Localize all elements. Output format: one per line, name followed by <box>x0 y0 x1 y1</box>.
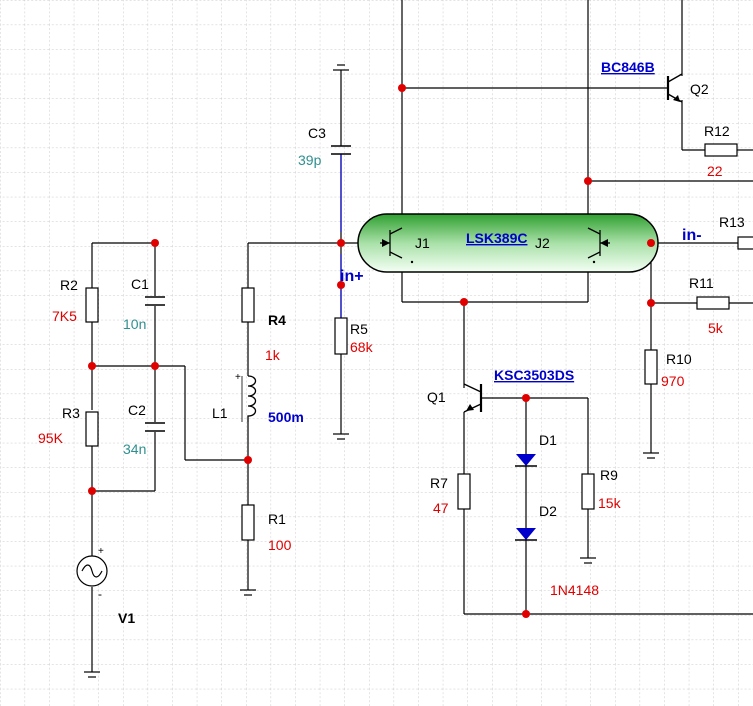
resistor-bodies <box>85 143 753 541</box>
ground-symbols <box>84 64 659 678</box>
capacitor-plates <box>145 145 351 432</box>
source-plus-sign: + <box>98 546 104 557</box>
value-R1: 100 <box>268 537 292 553</box>
label-C2: C2 <box>128 402 146 418</box>
value-L1: 500m <box>268 409 304 425</box>
part-link-BC846B[interactable]: BC846B <box>601 59 655 75</box>
ground-symbol <box>240 589 256 596</box>
ground-symbol <box>84 671 100 678</box>
value-C3: 39p <box>298 152 322 168</box>
junction <box>398 84 406 92</box>
j2-gate-arrow <box>600 239 608 247</box>
junction <box>522 394 530 402</box>
resistor-R3[interactable] <box>85 411 99 447</box>
source-minus-sign: - <box>98 587 102 601</box>
junction <box>337 281 345 289</box>
label-R9: R9 <box>600 467 618 483</box>
junction <box>88 487 96 495</box>
resistor-R11[interactable] <box>696 296 730 310</box>
j1-dot <box>410 260 414 264</box>
capacitor-C1[interactable] <box>145 296 165 306</box>
diode-D2[interactable] <box>515 528 537 541</box>
junction <box>647 299 655 307</box>
label-D2: D2 <box>539 503 557 519</box>
resistor-R4[interactable] <box>241 287 255 323</box>
label-Q2: Q2 <box>690 81 709 97</box>
label-J2: J2 <box>535 235 550 251</box>
label-R1: R1 <box>268 511 286 527</box>
label-R11: R11 <box>689 275 714 291</box>
voltage-source-V1[interactable] <box>76 555 108 587</box>
label-V1: V1 <box>118 610 135 626</box>
ground-symbol <box>580 557 596 564</box>
label-L1: L1 <box>212 405 228 421</box>
junction <box>244 456 252 464</box>
resistor-R13[interactable] <box>737 236 753 250</box>
label-R4: R4 <box>268 312 286 328</box>
value-R4: 1k <box>265 347 281 363</box>
label-R7: R7 <box>430 475 448 491</box>
junctions <box>88 84 655 618</box>
label-R2: R2 <box>60 277 78 293</box>
resistor-R5[interactable] <box>334 317 348 355</box>
value-R11: 5k <box>708 320 724 336</box>
junction <box>88 362 96 370</box>
value-R5: 68k <box>350 339 374 355</box>
label-R3: R3 <box>62 405 80 421</box>
inductor-L1[interactable] <box>241 375 257 422</box>
ground-symbol <box>333 64 349 71</box>
label-C3: C3 <box>308 125 326 141</box>
label-R5: R5 <box>350 321 368 337</box>
capacitor-C3[interactable] <box>331 145 351 155</box>
value-R12: 22 <box>707 163 723 179</box>
junction <box>460 298 468 306</box>
junction <box>151 362 159 370</box>
label-R10: R10 <box>666 351 692 367</box>
value-C2: 34n <box>123 441 146 457</box>
j2-dot <box>592 260 596 264</box>
transistor-Q2[interactable] <box>666 73 683 103</box>
junction <box>151 239 159 247</box>
junction <box>647 239 655 247</box>
resistor-R10[interactable] <box>644 349 658 385</box>
capacitor-C2[interactable] <box>145 422 165 432</box>
resistor-R9[interactable] <box>581 473 595 510</box>
net-label-in-plus: in+ <box>340 268 364 285</box>
resistor-R7[interactable] <box>457 473 471 510</box>
part-link-KSC3503DS[interactable]: KSC3503DS <box>494 367 574 383</box>
value-R9: 15k <box>598 495 622 511</box>
resistor-R1[interactable] <box>241 504 255 541</box>
net-label-in-minus: in- <box>682 227 702 244</box>
value-R3: 95K <box>38 430 64 446</box>
inductor-plus-sign: + <box>235 372 241 383</box>
label-R13: R13 <box>719 214 745 230</box>
label-C1: C1 <box>131 276 149 292</box>
wires <box>91 0 753 672</box>
resistor-R2[interactable] <box>85 287 99 323</box>
j1-gate-arrow <box>382 239 390 247</box>
jfet-pair-package[interactable] <box>357 213 659 273</box>
resistor-R12[interactable] <box>704 143 738 157</box>
value-R7: 47 <box>433 500 449 516</box>
junction <box>337 239 345 247</box>
part-link-LSK389C[interactable]: LSK389C <box>466 230 527 246</box>
value-D2: 1N4148 <box>550 582 599 598</box>
ground-symbol <box>333 433 349 440</box>
diode-D1[interactable] <box>515 454 537 467</box>
label-J1: J1 <box>415 235 430 251</box>
value-R2: 7K5 <box>52 308 77 324</box>
ground-symbol <box>643 452 659 459</box>
value-R10: 970 <box>661 373 685 389</box>
label-D1: D1 <box>539 432 557 448</box>
label-Q1: Q1 <box>427 389 446 405</box>
junction <box>522 610 530 618</box>
junction <box>584 177 592 185</box>
transistor-Q1[interactable] <box>463 383 483 413</box>
value-C1: 10n <box>123 316 146 332</box>
label-R12: R12 <box>704 123 730 139</box>
